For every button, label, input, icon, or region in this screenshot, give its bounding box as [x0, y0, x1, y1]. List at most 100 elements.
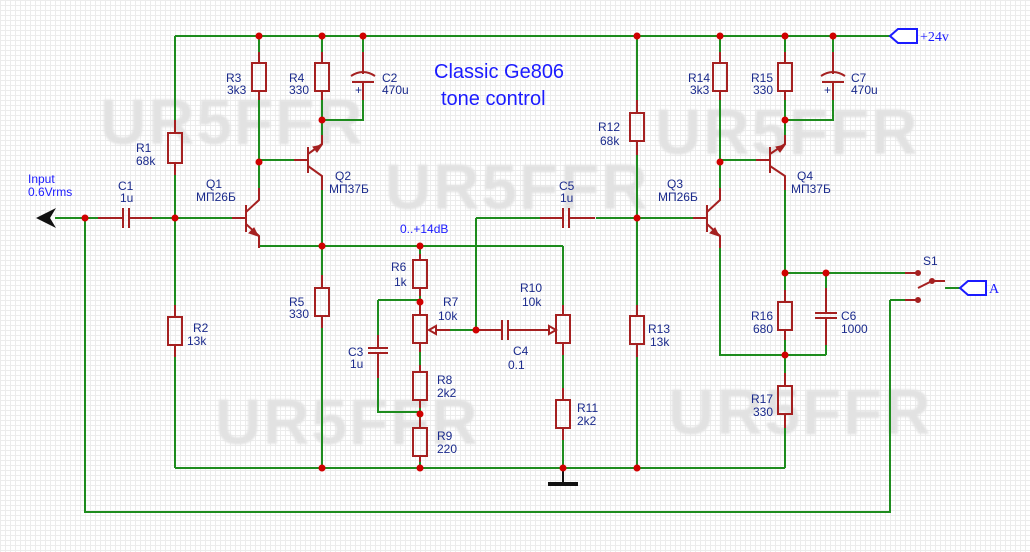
- r8-ref: R8: [437, 373, 453, 387]
- components: +: [36, 28, 987, 486]
- junctions: [81, 32, 837, 472]
- r16-ref: R16: [751, 309, 773, 323]
- r10-ref: R10: [520, 281, 542, 295]
- q3-value: МП26Б: [658, 190, 698, 204]
- title-line-1: Classic Ge806: [434, 61, 564, 83]
- r11-ref: R11: [577, 401, 598, 415]
- r1-ref: R1: [136, 141, 152, 155]
- transistor-q3: [693, 188, 721, 248]
- c3-ref: C3: [348, 345, 364, 359]
- labels: Classic Ge806 tone control Input 0.6Vrms…: [28, 30, 1000, 456]
- svg-text:+: +: [824, 83, 831, 97]
- resistor-r17: [777, 373, 793, 428]
- q4-value: МП37Б: [791, 182, 831, 196]
- r8-value: 2k2: [437, 386, 457, 400]
- c1-value: 1u: [120, 191, 133, 205]
- r7-ref: R7: [443, 295, 459, 309]
- watermark: UR5FFR: [668, 376, 933, 448]
- r3-value: 3k3: [227, 83, 247, 97]
- r6-ref: R6: [391, 260, 407, 274]
- r9-value: 220: [437, 442, 457, 456]
- switch-s1[interactable]: [905, 270, 945, 303]
- r3-ref: R3: [226, 71, 242, 85]
- input-level: 0.6Vrms: [28, 185, 72, 199]
- resistor-r8: [412, 365, 428, 408]
- supply-port-icon: [888, 28, 918, 44]
- r13-ref: R13: [648, 322, 670, 336]
- resistor-r14: [712, 52, 728, 100]
- c5-value: 1u: [560, 191, 573, 205]
- resistor-r2: [167, 305, 183, 357]
- resistor-r11: [555, 388, 571, 440]
- capacitor-c6: [815, 288, 837, 345]
- transistor-q4: [756, 135, 787, 190]
- c3-value: 1u: [350, 357, 363, 371]
- q2-ref: Q2: [335, 169, 351, 183]
- q1-value: МП26Б: [196, 190, 236, 204]
- c2-value: 470u: [382, 83, 409, 97]
- r2-ref: R2: [193, 321, 209, 335]
- q3-ref: Q3: [667, 177, 683, 191]
- capacitor-c7: +: [820, 52, 846, 100]
- resistor-r1: [167, 120, 183, 175]
- r14-ref: R14: [688, 71, 710, 85]
- q1-ref: Q1: [206, 177, 222, 191]
- input-arrow-icon: [36, 208, 56, 228]
- resistor-r4: [314, 52, 330, 100]
- c4-value: 0.1: [508, 358, 525, 372]
- r10-value: 10k: [522, 295, 542, 309]
- r11-value: 2k2: [577, 414, 597, 428]
- resistor-r5: [314, 275, 330, 328]
- watermark: UR5FFR: [215, 386, 480, 458]
- potentiometer-r10: [555, 305, 571, 355]
- r1-value: 68k: [136, 154, 156, 168]
- watermark: UR5FFR: [385, 151, 650, 223]
- r5-value: 330: [289, 307, 309, 321]
- c6-ref: C6: [841, 309, 857, 323]
- r9-ref: R9: [437, 429, 453, 443]
- r12-ref: R12: [598, 120, 620, 134]
- c2-ref: C2: [382, 71, 398, 85]
- resistor-r3: [251, 52, 267, 100]
- c5-ref: C5: [559, 179, 575, 193]
- r16-value: 680: [753, 322, 773, 336]
- capacitor-c1: [98, 208, 152, 228]
- q2-value: МП37Б: [329, 182, 369, 196]
- potentiometer-r7: [412, 303, 450, 352]
- resistor-r16: [777, 290, 793, 340]
- c7-value: 470u: [851, 83, 878, 97]
- r12-value: 68k: [600, 134, 620, 148]
- r17-value: 330: [753, 405, 773, 419]
- output-port-icon: [958, 280, 987, 296]
- r17-ref: R17: [751, 392, 773, 406]
- input-name: Input: [28, 172, 55, 186]
- transistor-q2: [294, 135, 324, 190]
- r15-value: 330: [753, 83, 773, 97]
- capacitor-c4: [476, 320, 559, 340]
- resistor-r6: [412, 254, 428, 296]
- q4-ref: Q4: [797, 169, 813, 183]
- c7-ref: C7: [851, 71, 867, 85]
- s1-ref: S1: [923, 254, 938, 268]
- resistor-r15: [777, 52, 793, 100]
- r4-ref: R4: [289, 71, 305, 85]
- r4-value: 330: [289, 83, 309, 97]
- resistor-r12: [629, 100, 645, 155]
- r13-value: 13k: [650, 335, 670, 349]
- c6-value: 1000: [841, 322, 868, 336]
- r14-value: 3k3: [690, 83, 710, 97]
- capacitor-c5: [540, 208, 595, 228]
- gain-label: 0..+14dB: [400, 222, 448, 236]
- r15-ref: R15: [751, 71, 773, 85]
- transistor-q1: [232, 188, 260, 248]
- watermark: UR5FFR: [655, 96, 920, 168]
- capacitor-c3: [368, 335, 388, 378]
- title-line-2: tone control: [441, 88, 546, 110]
- capacitor-c2: +: [350, 52, 376, 100]
- c4-ref: C4: [513, 344, 529, 358]
- supply-label: +24v: [920, 30, 949, 45]
- output-label: A: [989, 282, 1000, 297]
- c1-ref: C1: [118, 179, 134, 193]
- svg-text:+: +: [355, 83, 362, 97]
